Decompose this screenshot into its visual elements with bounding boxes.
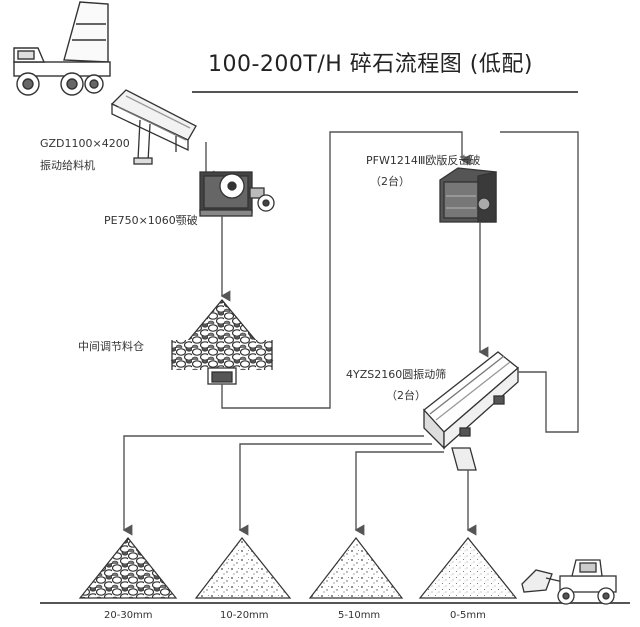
flow-screen-return xyxy=(500,131,579,433)
vibrating-screen-icon xyxy=(423,351,520,471)
feeder-name-label: 振动给料机 xyxy=(40,159,95,172)
surge-bin-icon xyxy=(170,298,274,385)
impact-crusher-label: PFW1214Ⅲ欧版反击破 xyxy=(366,154,481,167)
wheel-loader-icon xyxy=(521,559,617,605)
screen-label: 4YZS2160圆振动筛 xyxy=(346,368,447,381)
dump-truck-icon xyxy=(13,1,111,96)
flow-to-5-10 xyxy=(354,451,444,536)
jaw-crusher-icon xyxy=(199,171,275,217)
flow-to-20-30 xyxy=(122,435,424,536)
impact-crusher-icon xyxy=(439,167,497,223)
vibrating-feeder-icon xyxy=(110,89,197,165)
feeder-model-label: GZD1100×4200 xyxy=(40,137,130,150)
stockpile-5-10 xyxy=(308,537,404,599)
product-label-20-30: 20-30mm xyxy=(104,610,153,621)
flow-to-10-20 xyxy=(238,443,432,536)
product-label-5-10: 5-10mm xyxy=(338,610,381,621)
product-label-0-5: 0-5mm xyxy=(450,610,486,621)
surge-bin-label: 中间调节料仓 xyxy=(78,340,144,353)
stockpile-10-20 xyxy=(194,537,292,599)
stockpile-20-30 xyxy=(78,537,178,599)
product-label-10-20: 10-20mm xyxy=(220,610,269,621)
jaw-crusher-label: PE750×1060颚破 xyxy=(104,214,198,227)
stockpile-0-5 xyxy=(418,537,518,599)
screen-count: （2台） xyxy=(386,389,426,402)
flow-bin-to-impact xyxy=(221,131,471,409)
diagram-title: 100-200T/H 碎石流程图 (低配) xyxy=(208,52,533,77)
impact-crusher-count: （2台） xyxy=(370,175,410,188)
